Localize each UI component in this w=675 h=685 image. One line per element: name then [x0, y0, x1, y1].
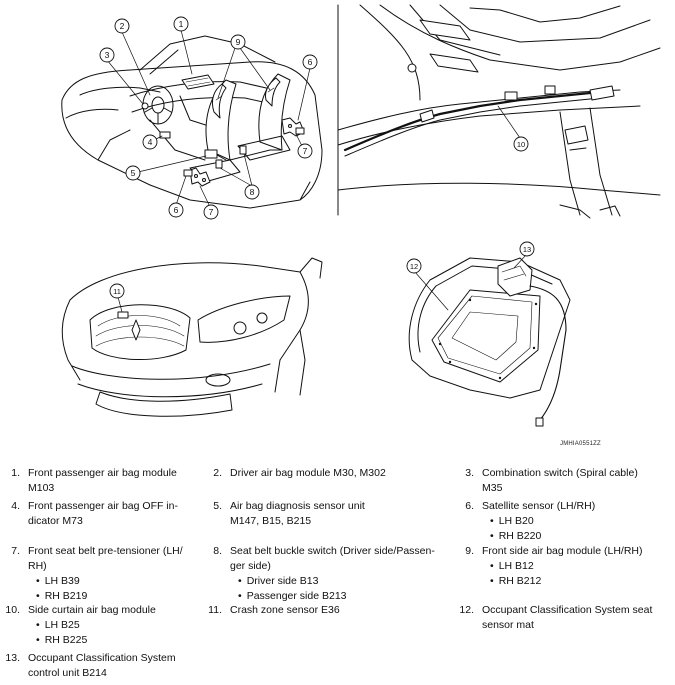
- legend-sub-item: LH B25: [28, 618, 156, 633]
- legend-text: RH): [28, 560, 47, 572]
- legend-text: Side curtain air bag module: [28, 604, 156, 616]
- vehicle-front-view: [61, 257, 323, 417]
- legend-sub-item: Driver side B13: [230, 574, 435, 589]
- callout-4: 4: [148, 137, 153, 147]
- legend-number: 9.: [465, 545, 474, 557]
- callout-7b: 7: [209, 207, 214, 217]
- legend-text: Combination switch (Spiral cable): [482, 467, 638, 479]
- legend-number: 4.: [11, 500, 20, 512]
- legend-text: Crash zone sensor E36: [230, 604, 340, 616]
- legend-sub-item: RH B220: [482, 529, 595, 544]
- callout-12: 12: [410, 262, 418, 271]
- legend-sub-item: RH B225: [28, 633, 156, 648]
- legend-text: Occupant Classification System seat: [482, 604, 653, 616]
- callout-3: 3: [105, 50, 110, 60]
- callout-1: 1: [179, 19, 184, 29]
- legend-number: 6.: [465, 500, 474, 512]
- callout-6b: 6: [174, 205, 179, 215]
- legend-text: Front passenger air bag OFF in-: [28, 500, 178, 512]
- legend-text: Satellite sensor (LH/RH): [482, 500, 596, 512]
- legend-text: M35: [482, 482, 503, 494]
- legend-sub-item: LH B12: [482, 559, 642, 574]
- callout-5: 5: [131, 168, 136, 178]
- legend-text: Front side air bag module (LH/RH): [482, 545, 643, 557]
- legend-text: control unit B214: [28, 667, 107, 679]
- seat-cushion-view: [406, 241, 571, 427]
- callout-13: 13: [523, 245, 531, 254]
- legend-sub-item: Passenger side B213: [230, 589, 435, 604]
- component-location-figure: 1 2 3 4 5 6 6 7 7 8 9 10 11 12 13 JMHIA0…: [61, 4, 661, 447]
- legend-number: 11.: [208, 604, 222, 616]
- legend-number: 8.: [213, 545, 222, 557]
- callout-9: 9: [236, 37, 241, 47]
- legend-text: M147, B15, B215: [230, 515, 312, 527]
- legend-number: 12.: [459, 604, 474, 616]
- legend-text: Seat belt buckle switch (Driver side/Pas…: [230, 545, 435, 557]
- callout-6a: 6: [308, 57, 313, 67]
- legend-sub-item: LH B39: [28, 574, 183, 589]
- legend-sub-item: LH B20: [482, 514, 595, 529]
- figure-code: JMHIA0551ZZ: [560, 441, 601, 447]
- legend-number: 5.: [213, 500, 222, 512]
- dashboard-interior-view: [61, 16, 323, 220]
- callout-7a: 7: [303, 146, 308, 156]
- legend-number: 2.: [213, 467, 222, 479]
- legend-text: ger side): [230, 560, 271, 572]
- legend-text: sensor mat: [482, 619, 534, 631]
- callout-10: 10: [517, 140, 525, 149]
- legend-text: Air bag diagnosis sensor unit: [230, 500, 365, 512]
- legend-number: 13.: [5, 652, 20, 664]
- legend-text: Front seat belt pre-tensioner (LH/: [28, 545, 183, 557]
- legend-text: M103: [28, 482, 55, 494]
- callout-2: 2: [120, 21, 125, 31]
- legend-sub-item: RH B219: [28, 589, 183, 604]
- legend-text: Front passenger air bag module: [28, 467, 177, 479]
- legend-sub-item: RH B212: [482, 574, 642, 589]
- legend-number: 7.: [11, 545, 20, 557]
- cabin-roof-rail-view: [337, 4, 661, 219]
- callout-11: 11: [113, 287, 121, 296]
- legend-text: Occupant Classification System: [28, 652, 176, 664]
- legend-text: Driver air bag module M30, M302: [230, 467, 386, 479]
- callout-8: 8: [250, 187, 255, 197]
- legend-number: 10.: [5, 604, 20, 616]
- legend-number: 3.: [465, 467, 474, 479]
- legend-text: dicator M73: [28, 515, 83, 527]
- legend-number: 1.: [11, 467, 20, 479]
